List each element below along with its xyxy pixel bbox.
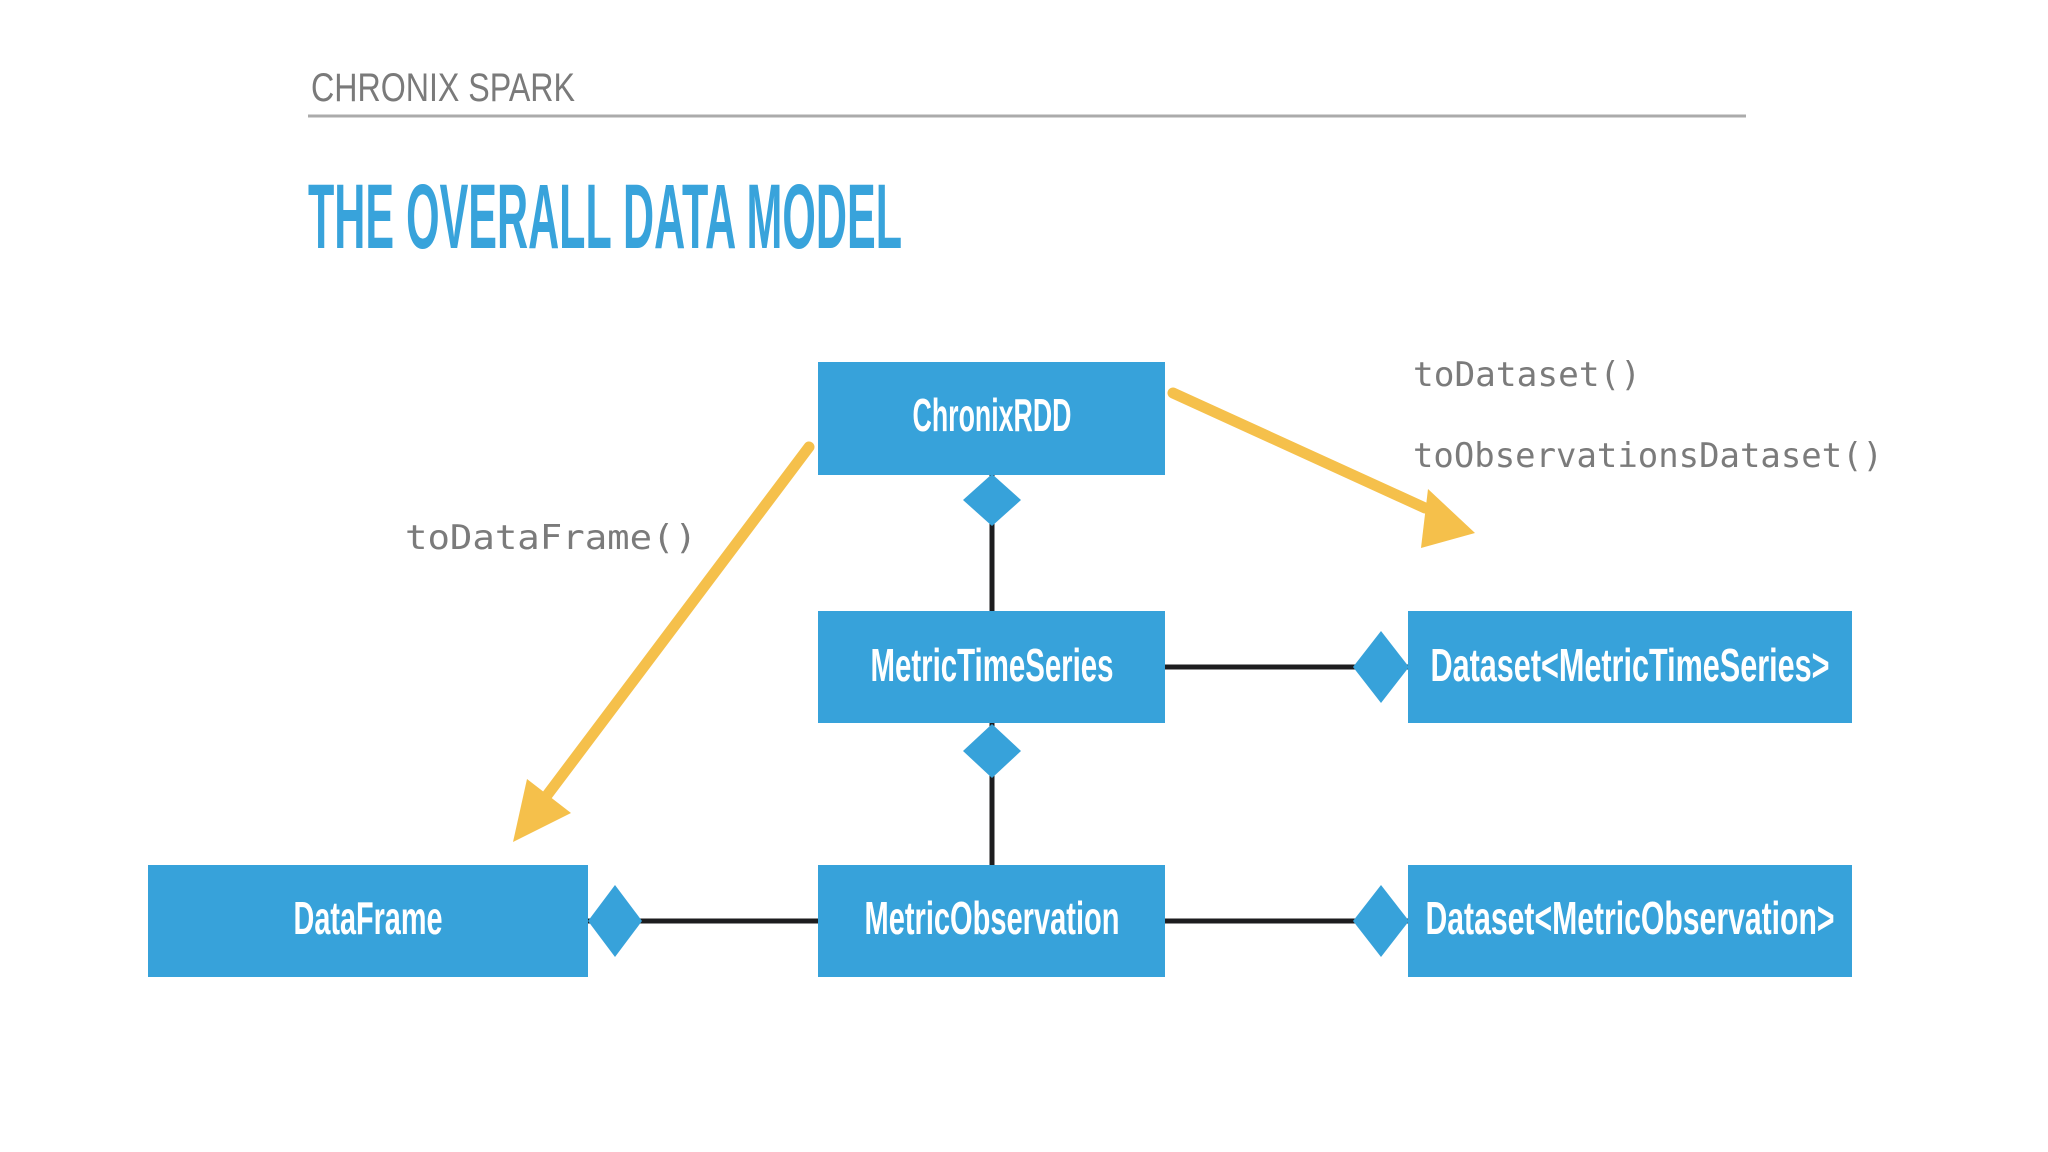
dataset-metricobservation-label: Dataset<MetricObservation>: [1426, 892, 1835, 944]
node-dataframe: DataFrame: [148, 865, 588, 977]
chronixrdd-box: [818, 362, 1165, 475]
node-chronixrdd: ChronixRDD: [818, 362, 1165, 475]
dataframe-box: [148, 865, 588, 977]
arrow-to-dataframe-shaft: [539, 441, 815, 804]
method-label-todataframe: toDataFrame(): [405, 518, 697, 558]
arrow-to-datasets: [1167, 387, 1475, 548]
composition-diamond-dataset-metrictimeseries: [1353, 631, 1409, 703]
arrow-to-datasets-head: [1421, 489, 1475, 548]
arrow-to-dataframe-head: [513, 779, 571, 842]
arrow-to-datasets-shaft: [1167, 387, 1431, 514]
composition-diamond-dataframe: [588, 885, 642, 957]
brand-label: CHRONIX SPARK: [311, 66, 575, 110]
method-label-toobservationsdataset: toObservationsDataset(): [1413, 436, 1883, 476]
composition-diamond-chronixrdd: [963, 474, 1021, 526]
page-title: THE OVERALL DATA MODEL: [308, 166, 902, 268]
metricobservation-box: [818, 865, 1165, 977]
composition-diamond-metrictimeseries: [963, 724, 1021, 778]
node-dataset-metricobservation: Dataset<MetricObservation>: [1408, 865, 1852, 977]
dataset-metrictimeseries-label: Dataset<MetricTimeSeries>: [1431, 639, 1830, 691]
metricobservation-label: MetricObservation: [865, 892, 1120, 944]
dataset-metrictimeseries-box: [1408, 611, 1852, 723]
dataframe-label: DataFrame: [294, 892, 443, 944]
chronixrdd-label: ChronixRDD: [913, 389, 1072, 441]
arrow-to-dataframe: [513, 441, 815, 842]
dataset-metricobservation-box: [1408, 865, 1852, 977]
node-metricobservation: MetricObservation: [818, 865, 1165, 977]
node-metrictimeseries: MetricTimeSeries: [818, 611, 1165, 723]
node-dataset-metrictimeseries: Dataset<MetricTimeSeries>: [1408, 611, 1852, 723]
composition-diamond-dataset-metricobservation: [1353, 885, 1409, 957]
method-label-todataset: toDataset(): [1413, 355, 1641, 395]
metrictimeseries-label: MetricTimeSeries: [871, 639, 1114, 691]
metrictimeseries-box: [818, 611, 1165, 723]
